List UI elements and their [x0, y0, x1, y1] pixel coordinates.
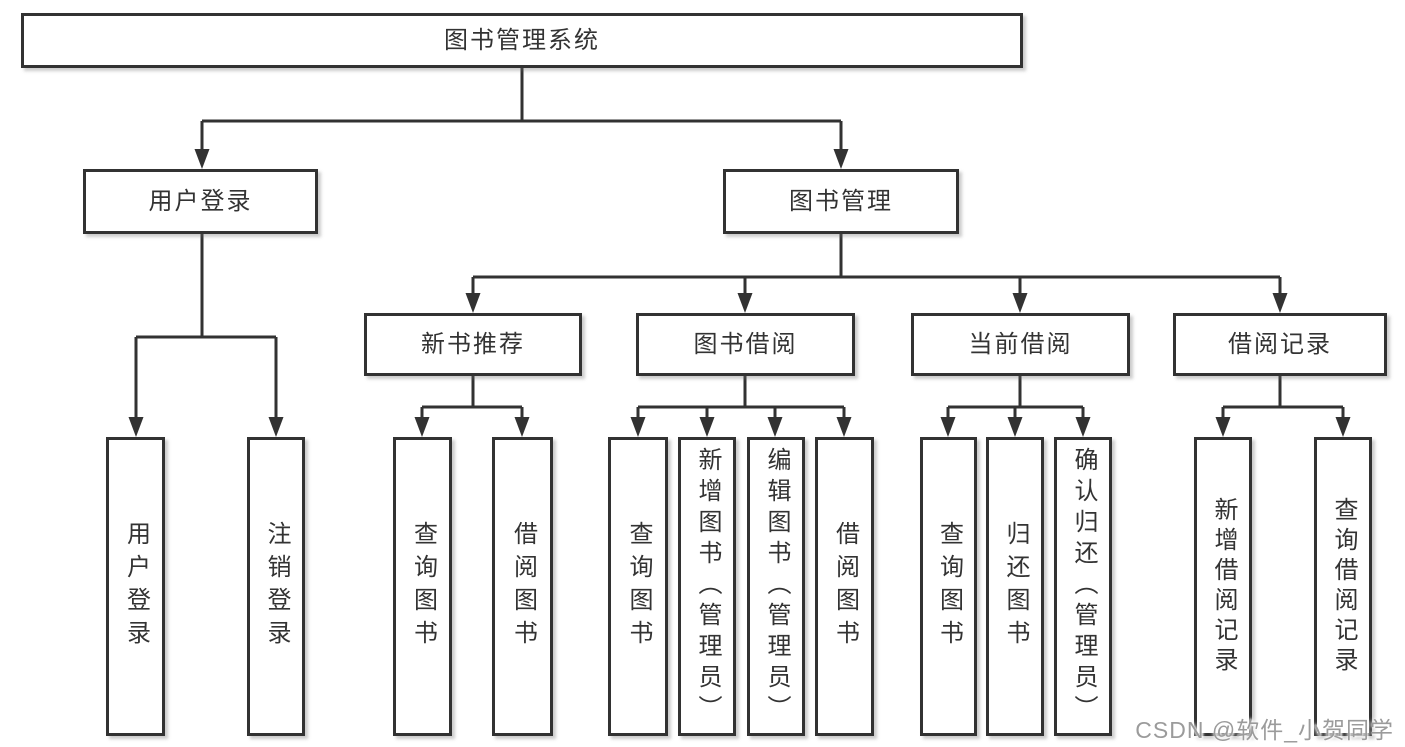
node-label: 当前借阅: [968, 330, 1073, 358]
node-label: 用户登录: [122, 520, 150, 653]
leaf-borrow-books-borrowing: 借阅图书: [815, 437, 874, 736]
leaf-query-books-borrowing: 查询图书: [608, 437, 668, 736]
node-label: 查询图书: [935, 520, 963, 653]
node-label: 新书推荐: [421, 330, 525, 358]
node-label: 注销登录: [263, 520, 290, 653]
node-label: 编辑图书（管理员）: [763, 447, 790, 726]
node-label: 确认归还（管理员）: [1070, 447, 1097, 726]
leaf-logout: 注销登录: [247, 437, 305, 736]
node-label: 图书管理系统: [444, 26, 600, 54]
leaf-add-book-admin: 新增图书（管理员）: [678, 437, 736, 736]
csdn-watermark: CSDN @软件_小贺同学: [1135, 717, 1394, 743]
node-label: 图书借阅: [693, 330, 798, 358]
leaf-query-books-current: 查询图书: [920, 437, 977, 736]
node-borrow-records: 借阅记录: [1173, 313, 1387, 376]
leaf-query-books-recommend: 查询图书: [393, 437, 452, 736]
node-label: 查询图书: [625, 520, 652, 653]
node-new-book-recommend: 新书推荐: [364, 313, 582, 376]
node-label: 借阅记录: [1228, 330, 1332, 358]
leaf-edit-book-admin: 编辑图书（管理员）: [747, 437, 805, 736]
node-label: 借阅图书: [831, 520, 859, 653]
leaf-query-borrow-record: 查询借阅记录: [1314, 437, 1372, 736]
leaf-borrow-books-recommend: 借阅图书: [492, 437, 553, 736]
node-label: 查询图书: [409, 520, 437, 653]
node-label: 归还图书: [1002, 520, 1029, 653]
leaf-return-book: 归还图书: [986, 437, 1044, 736]
leaf-confirm-return-admin: 确认归还（管理员）: [1054, 437, 1112, 736]
node-book-borrowing: 图书借阅: [636, 313, 855, 376]
node-label: 用户登录: [148, 187, 253, 215]
node-library-management-system: 图书管理系统: [21, 13, 1023, 68]
leaf-add-borrow-record: 新增借阅记录: [1194, 437, 1252, 736]
leaf-user-login: 用户登录: [106, 437, 165, 736]
node-user-login: 用户登录: [83, 169, 318, 234]
node-current-borrowing: 当前借阅: [911, 313, 1130, 376]
node-label: 查询借阅记录: [1330, 496, 1357, 677]
connector-segments: [134, 68, 1345, 419]
node-label: 图书管理: [789, 187, 893, 215]
node-label: 新增借阅记录: [1210, 496, 1237, 677]
arrowheads: [128, 149, 1351, 437]
node-label: 新增图书（管理员）: [694, 447, 721, 726]
node-label: 借阅图书: [509, 520, 537, 653]
node-book-management: 图书管理: [723, 169, 959, 234]
